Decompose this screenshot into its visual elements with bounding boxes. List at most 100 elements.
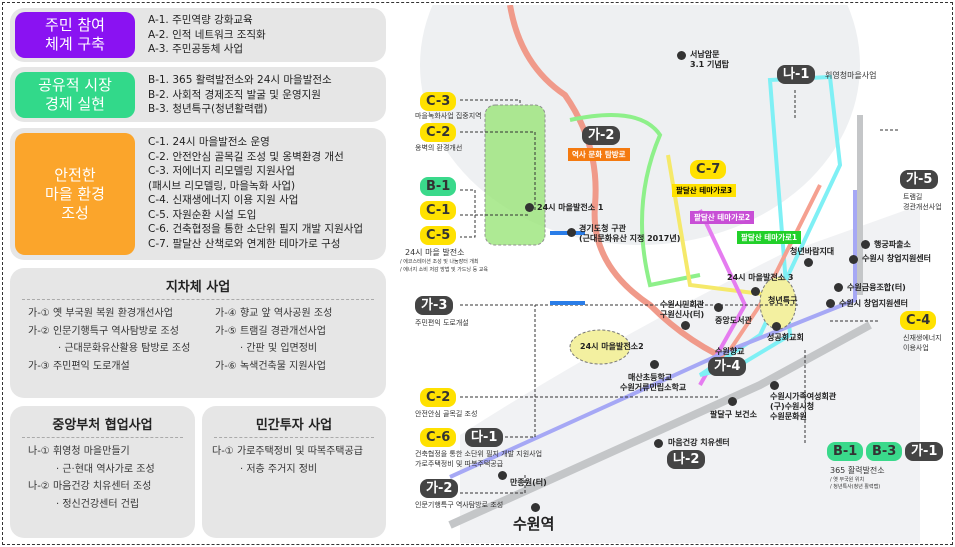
item: 가-⑤ 트램길 경관개선사업	[215, 325, 326, 337]
tag-na1: 나-1	[777, 65, 816, 84]
tag-c7: C-7	[690, 160, 727, 179]
category-c-panel: 안전한 마을 환경 조성 C-1. 24시 마을발전소 운영 C-2. 안전안심…	[10, 128, 386, 260]
item: · 근·현대 역사가로 조성	[56, 463, 155, 475]
poi-youth-wind: 청년바람지대	[790, 247, 835, 256]
poi-residents-school: 수원거류민립소학교	[620, 383, 687, 392]
rail-road	[448, 321, 872, 529]
tag-ga2b: 가-2	[420, 479, 459, 498]
category-c-label: 안전한 마을 환경 조성	[15, 133, 135, 255]
item: B-2. 사회적 경제조직 발굴 및 운영지원	[148, 88, 321, 101]
poi-dot	[826, 299, 835, 308]
category-b-panel: 공유적 시장 경제 실현 B-1. 365 활력발전소와 24시 마을발전소 B…	[10, 67, 386, 122]
poi-gyeonggi-office-note: (근대문화유산 지정 2017년)	[579, 234, 681, 243]
poi-station2: 24시 마을발전소2	[580, 342, 644, 351]
local-gov-right: 가-④ 향교 앞 역사공원 조성 가-⑤ 트램길 경관개선사업 · 간판 및 입…	[215, 305, 332, 375]
poi-dot	[751, 287, 760, 296]
category-a-label: 주민 참여 체계 구축	[15, 12, 135, 58]
caption-c5-sub1: / 에코스테이션 조성 및 나눔장터 개최	[400, 259, 479, 265]
blue-route	[449, 190, 857, 479]
tag-b3: B-3	[866, 442, 903, 461]
caption-c5: 24시 마을 발전소	[405, 248, 465, 257]
item: A-1. 주민역량 강화교육	[148, 14, 253, 26]
poi-startup1: 수원시 창업지원센터	[862, 254, 932, 263]
item: A-2. 인적 네트워크 조직화	[148, 28, 266, 41]
poi-dot	[654, 439, 663, 448]
tag-c3: C-3	[420, 92, 457, 111]
tag-b1b: B-1	[827, 442, 864, 461]
tag-c2b: C-2	[420, 388, 457, 407]
tag-c5: C-5	[420, 226, 457, 245]
central-title: 중앙부처 협업사업	[52, 418, 153, 433]
theme3-route	[666, 154, 771, 297]
item: 가-④ 향교 앞 역사공원 조성	[215, 308, 333, 319]
poi-church: 성공회교회	[767, 333, 804, 342]
poi-dot	[861, 240, 870, 249]
local-gov-panel: 지차체 사업 가-① 옛 부국원 복원 환경개선사업 가-② 인문기행특구 역사…	[10, 268, 386, 398]
site-map: C-3 마을녹화사업 집중지역 C-2 옹벽의 환경개선 B-1 C-1 C-5…	[400, 5, 950, 543]
poi-station3: 24시 마을발전소 3	[727, 273, 794, 282]
caption-c5-sub2: / 에너지 소비 저감 방법 및 가드닝 등 교육	[400, 267, 489, 273]
route-theme3: 팔달산 테마가로3	[672, 184, 737, 197]
green-zone	[484, 104, 546, 246]
poi-old-cityhall: (구)수원시청	[770, 402, 815, 411]
tag-c1: C-1	[420, 201, 457, 220]
tag-b1a: B-1	[420, 177, 457, 196]
item: C-4. 신재생에너지 이용 지원 사업	[148, 194, 299, 206]
map-routes	[420, 5, 920, 543]
poi-manjongwon: 만종원(터)	[510, 478, 547, 487]
tag-ga4: 가-4	[708, 357, 747, 376]
caption-c6: 건축협정을 통한 소단위 필지 개발 지원사업	[415, 450, 543, 458]
caption-ga5a: 트램길	[903, 193, 923, 201]
caption-ga3: 주민편익 도로개설	[415, 319, 469, 327]
poi-maesan-school: 매산초등학교	[628, 373, 673, 382]
poi-seonam: 서남암문	[690, 50, 720, 59]
divider	[22, 437, 183, 438]
item: 가-③ 주민편익 도로개설	[28, 360, 130, 372]
caption-c3: 마을녹화사업 집중지역	[415, 112, 482, 120]
item: C-1. 24시 마을발전소 운영	[148, 136, 270, 148]
poi-dot	[498, 471, 507, 480]
poi-police: 행궁파출소	[874, 240, 911, 249]
item: C-5. 자원순환 시설 도입	[148, 208, 257, 221]
poi-culture-center: 수원문화원	[770, 412, 807, 421]
caption-c4a: 신재생에너지	[903, 334, 942, 342]
caption-c2a: 옹벽의 환경개선	[415, 144, 463, 152]
item: 나-① 휘영청 마을만들기	[28, 446, 130, 457]
central-panel: 중앙부처 협업사업 나-① 휘영청 마을만들기 · 근·현대 역사가로 조성 나…	[10, 406, 195, 538]
poi-shrine: 구원신사(터)	[660, 310, 705, 319]
local-gov-title: 지차체 사업	[165, 280, 231, 295]
tag-c6: C-6	[420, 428, 457, 447]
tag-na2: 나-2	[667, 450, 706, 469]
category-c-items: C-1. 24시 마을발전소 운영 C-2. 안전안심 골목길 조성 및 옹벽환…	[148, 135, 363, 251]
tag-ga3: 가-3	[415, 296, 454, 315]
poi-dot	[714, 303, 723, 312]
route-history: 역사 문화 탐방로	[568, 148, 630, 161]
caption-ga2b: 인문기행특구 역사탐방로 조성	[415, 501, 504, 509]
poi-dot	[849, 255, 858, 264]
poi-suwon-station: 수원역	[513, 515, 555, 533]
poi-mind-center: 마음건강 치유센터	[668, 438, 730, 447]
route-theme2: 팔달산 테마가로2	[690, 211, 755, 224]
item: · 근대문화유산활용 탐방로 조성	[58, 343, 191, 354]
poi-dot	[834, 283, 843, 292]
category-b-label: 공유적 시장 경제 실현	[15, 72, 135, 118]
item: C-3. 저에너지 리모델링 지원사업	[148, 165, 296, 177]
item: C-6. 건축협정을 통한 소단위 필지 개발 지원사업	[148, 223, 364, 235]
caption-da1: 가로주택정비 및 따복주택공급	[415, 460, 504, 468]
poi-memorial: 3.1 기념탑	[690, 60, 730, 69]
poi-civic-hall: 수원시민회관	[660, 300, 705, 309]
poi-health-center: 팔달구 보건소	[710, 410, 757, 419]
item: 가-② 인문기행특구 역사탐방로 조성	[28, 325, 179, 337]
poi-dot	[804, 258, 813, 267]
tag-c2a: C-2	[420, 123, 457, 142]
tag-ga1: 가-1	[905, 442, 944, 461]
caption-c4b: 이용사업	[903, 344, 929, 352]
poi-dot	[531, 503, 540, 512]
item: B-3. 청년특구(청년활력랩)	[148, 103, 268, 115]
category-a-items: A-1. 주민역량 강화교육 A-2. 인적 네트워크 조직화 A-3. 주민공…	[148, 13, 266, 57]
theme1-route	[569, 113, 701, 288]
poi-dot	[677, 51, 686, 60]
caption-b1-sub1: / 옛 부국원 위치	[830, 477, 865, 483]
station2-zone	[569, 329, 631, 365]
